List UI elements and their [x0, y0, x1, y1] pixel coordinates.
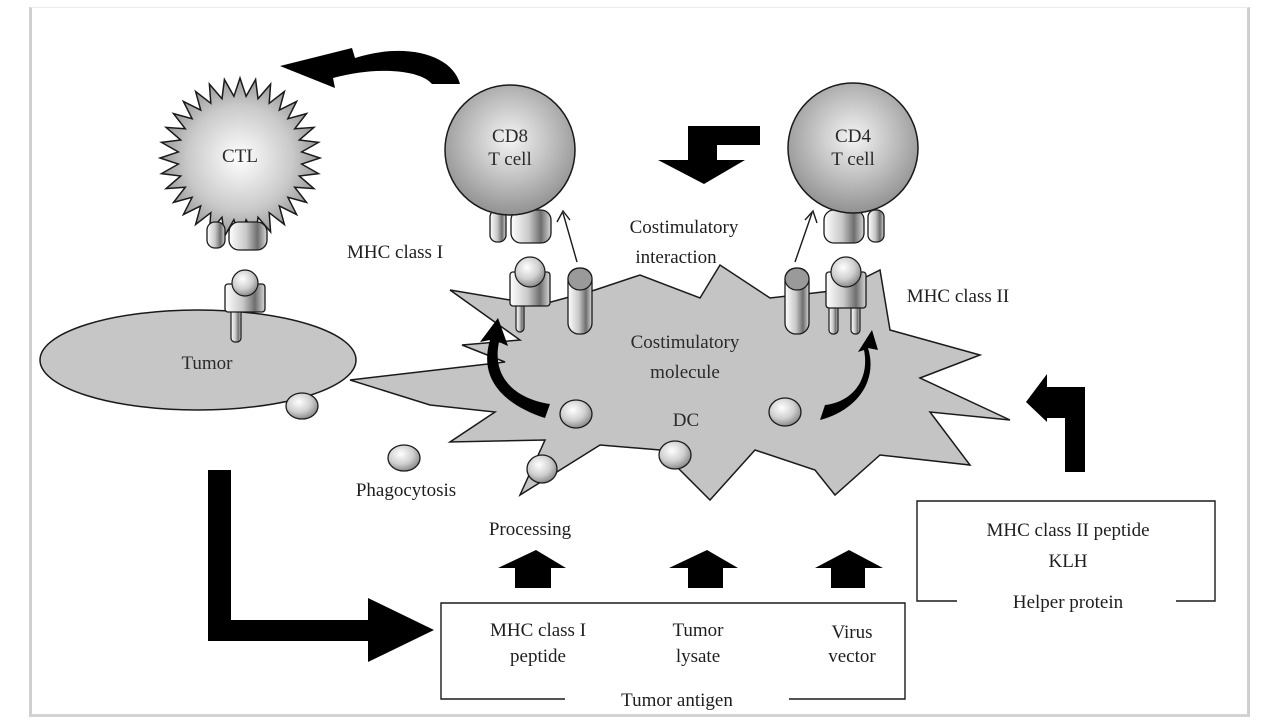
dc-mhc-class-ii: [825, 256, 867, 335]
costim-molecule-line2: molecule: [650, 362, 720, 383]
ctl-label: CTL: [222, 146, 258, 167]
curved-arrow-ctl-to-tumor-icon: [280, 48, 460, 88]
cd8-label-line2: T cell: [488, 149, 531, 170]
dc-costimulatory-molecule-left: [567, 267, 593, 335]
antigen-item-2-line2: lysate: [676, 646, 720, 667]
arrow-helper-to-dc-icon: [1026, 374, 1085, 472]
costim-arrow-cd4: [794, 209, 818, 263]
tumor-antigen-title: Tumor antigen: [621, 690, 733, 711]
cd8-label-line1: CD8: [492, 126, 528, 147]
dc-mhc-class-i: [509, 256, 551, 333]
up-arrow-virus-icon: [815, 550, 883, 588]
particle: [768, 397, 802, 427]
ctl-tcr: [206, 221, 268, 251]
helper-protein-title: Helper protein: [1013, 592, 1124, 613]
up-arrow-lysate-icon: [669, 550, 738, 588]
antigen-item-1-line1: MHC class I: [490, 620, 586, 641]
particle: [526, 454, 558, 484]
costim-molecule-line1: Costimulatory: [631, 332, 740, 353]
dc-costimulatory-molecule-right: [784, 267, 810, 335]
particle: [387, 444, 421, 472]
mhc-class-i-label: MHC class I: [347, 242, 443, 263]
mhc-class-ii-label: MHC class II: [907, 286, 1009, 307]
tumor-antigen-box: [440, 602, 906, 700]
antigen-item-2-line1: Tumor: [672, 620, 724, 641]
helper-item-1: MHC class II peptide: [986, 520, 1149, 541]
helper-protein-box: [916, 500, 1216, 602]
particle: [658, 440, 692, 470]
particle: [285, 392, 319, 420]
up-arrow-peptide-icon: [498, 550, 566, 588]
tumor-cell: [39, 309, 357, 411]
arrow-tumor-to-antigen-icon: [208, 470, 434, 662]
antigen-item-3-line2: vector: [828, 646, 876, 667]
cd8-t-cell: [444, 84, 576, 244]
cd4-label-line1: CD4: [835, 126, 871, 147]
dc-label: DC: [673, 410, 699, 431]
antigen-item-3-line1: Virus: [831, 622, 872, 643]
tumor-label: Tumor: [181, 353, 233, 374]
costim-interaction-line2: interaction: [635, 247, 717, 268]
particle: [559, 399, 593, 429]
curved-arrow-right-icon: [820, 330, 878, 420]
cd4-t-cell: [787, 82, 919, 244]
antigen-item-1-line2: peptide: [510, 646, 566, 667]
processing-label: Processing: [489, 519, 572, 540]
helper-item-2: KLH: [1048, 551, 1087, 572]
phagocytosis-label: Phagocytosis: [356, 480, 456, 501]
arrow-cd4-to-cd8-icon: [658, 126, 760, 184]
antigen-particles: [285, 392, 802, 484]
costim-interaction-line1: Costimulatory: [630, 217, 739, 238]
costim-arrow-cd8: [556, 209, 578, 263]
cd4-label-line2: T cell: [831, 149, 874, 170]
curved-arrow-left-icon: [480, 318, 550, 418]
tumor-mhc-class-i: [224, 269, 266, 343]
